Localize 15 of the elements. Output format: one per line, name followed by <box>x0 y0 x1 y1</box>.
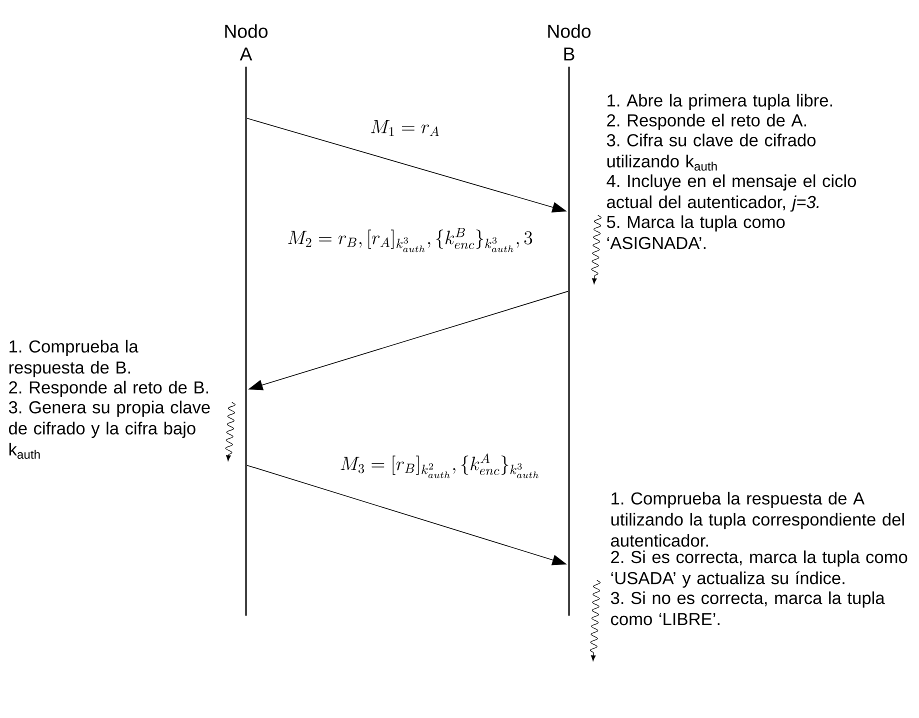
message-formula: $M_1 = r_A$ <box>370 120 439 136</box>
node-title: Nodo A <box>225 24 268 60</box>
step-note: 1. Comprueba la respuesta de B. <box>9 340 138 378</box>
message-formula: $M_2 = r_B, [r_A]_{k_{auth}^3}, \{k_{enc}^B\}_{k_{auth}^3}, 3$ <box>288 228 532 252</box>
node-title: Nodo B <box>548 24 591 60</box>
step-note: 5. Marca la tupla como ‘ASIGNADA’. <box>606 215 785 250</box>
step-note: 3. Cifra su clave de cifrado utilizando k$_{auth}$ <box>606 134 816 171</box>
step-note: 1. Abre la primera tupla libre. <box>608 94 832 110</box>
step-note: 4. Incluye en el mensaje el ciclo actual del autenticador, j=3. <box>606 174 856 212</box>
step-note: 2. Responde el reto de A. <box>607 114 806 130</box>
step-note: 3. Si no es correcta, marca la tupla como ‘LIBRE’. <box>610 591 885 626</box>
step-note: 1. Comprueba la respuesta de A utilizando la tupla correspondiente del autenticador. <box>611 492 904 547</box>
step-note: 2. Si es correcta, marca la tupla como ‘USADA’ y actualiza su índice. <box>611 550 908 588</box>
message-formula: $M_3 = [r_B]_{k_{auth}^2}, \{k_{enc}^A\}_{k_{auth}^3}$ <box>340 454 538 478</box>
step-note: 2. Responde al reto de B. <box>9 380 208 397</box>
